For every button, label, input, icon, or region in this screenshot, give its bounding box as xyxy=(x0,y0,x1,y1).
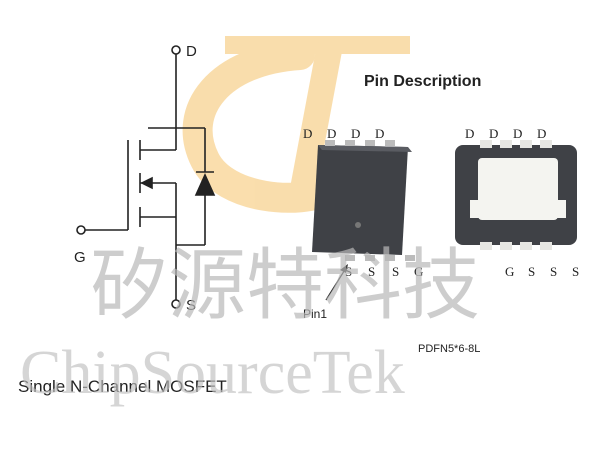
front-bottom-pin-4: G xyxy=(414,264,423,279)
front-top-pin-3: D xyxy=(351,126,360,141)
back-top-pin-3: D xyxy=(513,126,522,141)
watermark-english: ChipSourceTek xyxy=(20,339,405,407)
back-bottom-pin-2: S xyxy=(528,264,535,279)
front-bottom-pin-2: S xyxy=(368,264,375,279)
watermark-chinese: 矽源特科技 xyxy=(90,242,480,329)
pin1-label: Pin1 xyxy=(303,307,327,321)
back-bottom-pin-1: G xyxy=(505,264,514,279)
schematic-caption: Single N-Channel MOSFET xyxy=(18,377,227,396)
page-title: Pin Description xyxy=(364,73,481,90)
back-top-pin-1: D xyxy=(465,126,474,141)
front-bottom-pin-1: S xyxy=(345,264,352,279)
watermark-logo-text: ST xyxy=(250,112,263,123)
back-top-pin-2: D xyxy=(489,126,498,141)
drain-label: D xyxy=(186,43,197,60)
front-bottom-pin-3: S xyxy=(392,264,399,279)
front-top-pin-1: D xyxy=(303,126,312,141)
package-front xyxy=(312,140,415,301)
back-bottom-pin-3: S xyxy=(550,264,557,279)
front-top-pin-2: D xyxy=(327,126,336,141)
back-bottom-pin-4: S xyxy=(572,264,579,279)
front-top-pin-4: D xyxy=(375,126,384,141)
source-label: S xyxy=(186,297,196,314)
mosfet-schematic xyxy=(76,45,216,309)
gate-label: G xyxy=(74,249,86,266)
package-name: PDFN5*6-8L xyxy=(418,343,480,355)
package-back xyxy=(455,140,577,250)
back-top-pin-4: D xyxy=(537,126,546,141)
